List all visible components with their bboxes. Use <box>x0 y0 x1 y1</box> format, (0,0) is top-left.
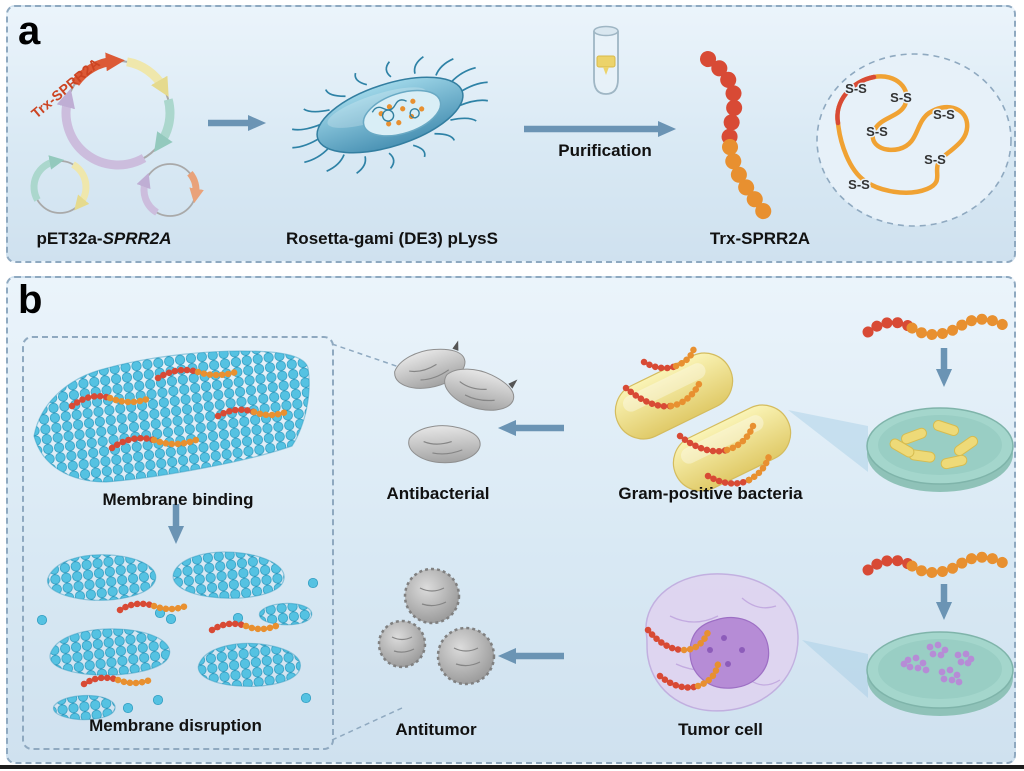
panel-b-graphics <box>33 313 1014 741</box>
peptide-chain-bottom <box>862 551 1014 578</box>
callout-dash-bottom <box>331 707 403 741</box>
panel-a: a <box>6 5 1016 263</box>
trx-segment <box>835 74 877 126</box>
membrane-binding-graphic <box>33 350 310 483</box>
zoom-cone-tumor <box>802 640 868 698</box>
membrane-binding-label: Membrane binding <box>102 490 254 509</box>
disulfide-bond-label: S-S <box>848 177 870 192</box>
figure-bottom-rule <box>0 765 1024 769</box>
disulfide-bond-label: S-S <box>924 152 946 167</box>
protein-name-label: Trx-SPRR2A <box>709 229 811 248</box>
disulfide-bond-label: S-S <box>845 81 867 96</box>
plasmid-name-label: pET32a-SPRR2A <box>14 229 194 249</box>
purification-column-icon <box>593 25 619 95</box>
disulfide-bond-label: S-S <box>933 107 955 122</box>
tumor-cell-graphic <box>644 573 799 712</box>
antitumor-label: Antitumor <box>395 720 477 739</box>
plasmid-map <box>30 52 204 217</box>
disulfide-bond-label: S-S <box>890 90 912 105</box>
dead-tumor-cells-group <box>377 567 496 686</box>
gram-positive-bacteria-graphic <box>614 344 792 492</box>
purification-label: Purification <box>558 141 652 160</box>
membrane-disruption-label: Membrane disruption <box>89 716 262 735</box>
plasmid-name-prefix: pET32a- <box>36 229 103 248</box>
chromosome-squiggle <box>371 99 407 113</box>
peptide-chain-top <box>862 313 1014 340</box>
host-bacterium <box>276 35 504 196</box>
disulfide-bond-label: S-S <box>866 124 888 139</box>
panel-b: b <box>6 276 1016 764</box>
dead-bacteria-group <box>394 340 518 464</box>
host-strain-label: Rosetta-gami (DE3) pLysS <box>286 229 498 248</box>
disulfide-inset: S-S S-S S-S S-S S-S S-S <box>816 53 1012 227</box>
bacterium-cutaway <box>362 89 442 137</box>
membrane-mechanism-inset-box <box>22 336 334 750</box>
cultured-tumor-clusters <box>900 641 975 686</box>
zoom-cone-bacteria <box>788 410 868 472</box>
petri-dish-bacteria <box>866 407 1014 492</box>
membrane-disruption-graphic <box>36 551 319 721</box>
ribosome-dots <box>378 98 425 127</box>
intracellular-plasmid <box>409 108 420 119</box>
tumor-nucleus <box>689 616 770 689</box>
protein-bead-chain <box>700 51 773 222</box>
tumor-cell-label: Tumor cell <box>678 720 763 739</box>
antibacterial-label: Antibacterial <box>386 484 490 503</box>
gram-positive-label: Gram-positive bacteria <box>618 484 803 503</box>
panel-a-letter: a <box>18 9 41 53</box>
folded-peptide-squiggle <box>835 74 970 195</box>
cultured-bacteria-rods <box>889 420 979 470</box>
petri-dish-tumor <box>866 631 1014 716</box>
panel-a-graphics: S-S S-S S-S S-S S-S S-S <box>30 25 1012 227</box>
panel-b-letter: b <box>18 278 43 322</box>
callout-dash-top <box>331 343 403 369</box>
plasmid-name-gene: SPRR2A <box>102 229 172 248</box>
